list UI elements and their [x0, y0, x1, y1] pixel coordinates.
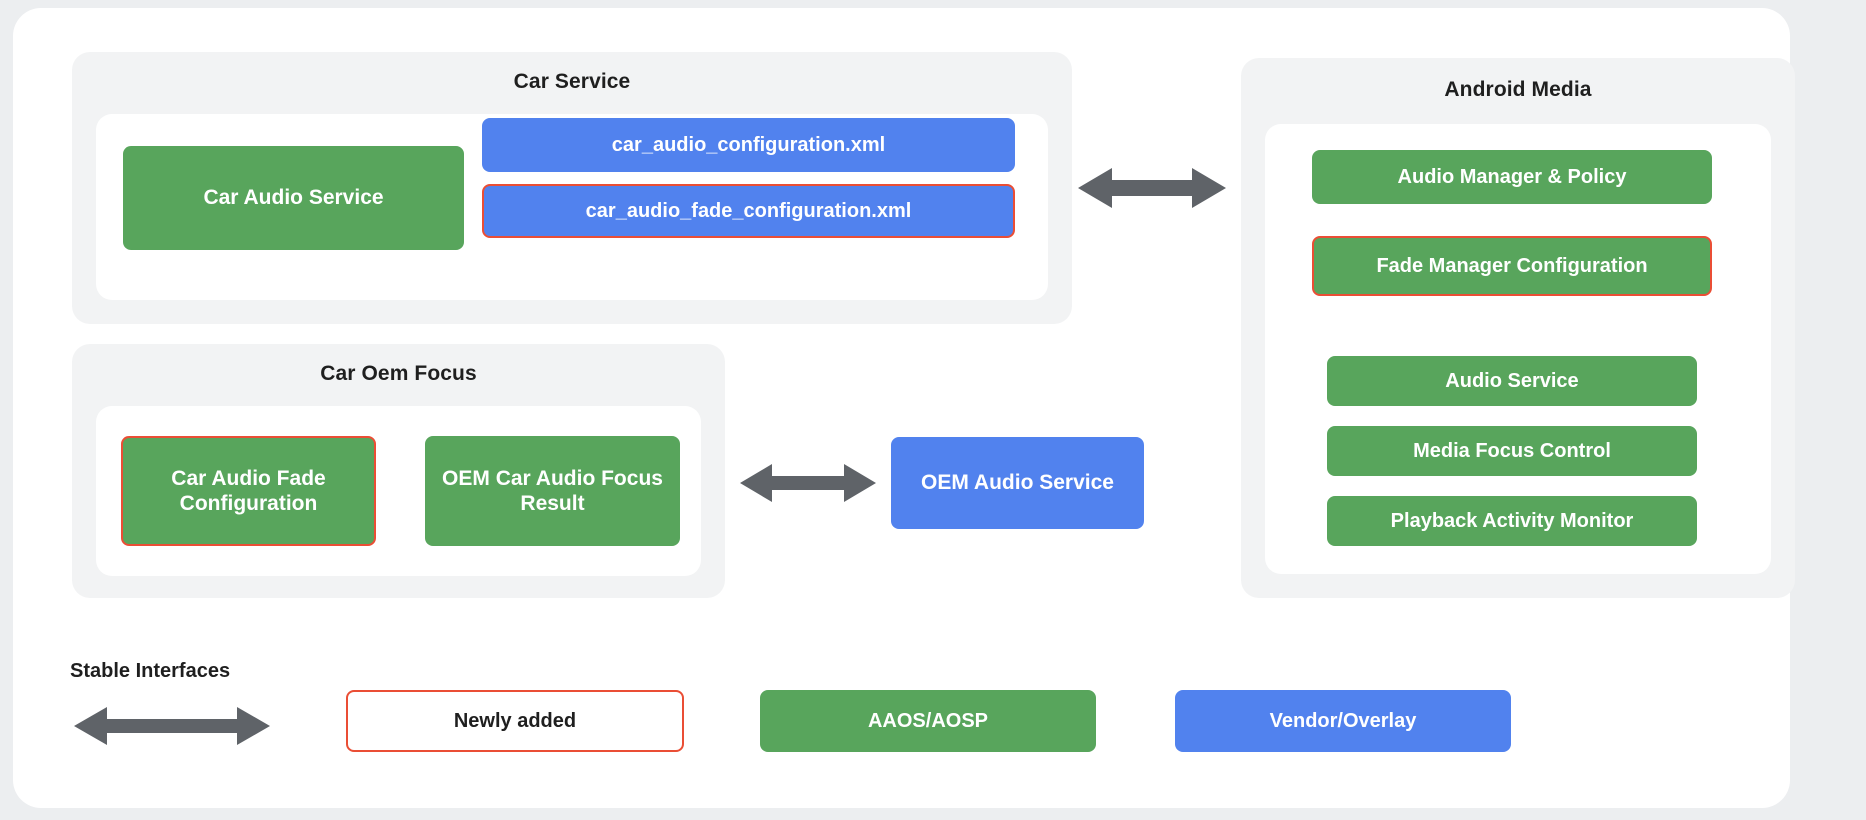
legend-stable-interfaces-arrow-icon	[74, 705, 270, 747]
group-car-service: Car Service Car Audio Service car_audio_…	[72, 52, 1072, 324]
legend-item-aaos-aosp[interactable]: AAOS/AOSP	[760, 690, 1096, 752]
group-android-media: Android Media Audio Manager & Policy Fad…	[1241, 58, 1795, 598]
node-oem-audio-service[interactable]: OEM Audio Service	[891, 437, 1144, 529]
group-android-media-title: Android Media	[1444, 78, 1592, 101]
node-car-audio-configuration-xml[interactable]: car_audio_configuration.xml	[482, 118, 1015, 172]
node-car-audio-fade-configuration-xml[interactable]: car_audio_fade_configuration.xml	[482, 184, 1015, 238]
arrow-car-oem-focus-to-oem-audio-service	[740, 462, 876, 504]
node-oem-car-audio-focus-result[interactable]: OEM Car Audio Focus Result	[425, 436, 680, 546]
node-car-audio-service[interactable]: Car Audio Service	[123, 146, 464, 250]
node-fade-manager-configuration[interactable]: Fade Manager Configuration	[1312, 236, 1712, 296]
legend-item-newly-added[interactable]: Newly added	[346, 690, 684, 752]
arrow-car-service-to-android-media	[1078, 165, 1226, 211]
node-playback-activity-monitor[interactable]: Playback Activity Monitor	[1327, 496, 1697, 546]
node-audio-service[interactable]: Audio Service	[1327, 356, 1697, 406]
group-car-oem-focus-title: Car Oem Focus	[320, 362, 477, 385]
legend-stable-interfaces-label: Stable Interfaces	[70, 660, 231, 682]
node-media-focus-control[interactable]: Media Focus Control	[1327, 426, 1697, 476]
group-car-oem-focus: Car Oem Focus Car Audio Fade Configurati…	[72, 344, 725, 598]
legend-item-vendor-overlay[interactable]: Vendor/Overlay	[1175, 690, 1511, 752]
node-audio-manager-policy[interactable]: Audio Manager & Policy	[1312, 150, 1712, 204]
group-car-service-title: Car Service	[513, 70, 631, 93]
node-car-audio-fade-configuration[interactable]: Car Audio Fade Configuration	[121, 436, 376, 546]
